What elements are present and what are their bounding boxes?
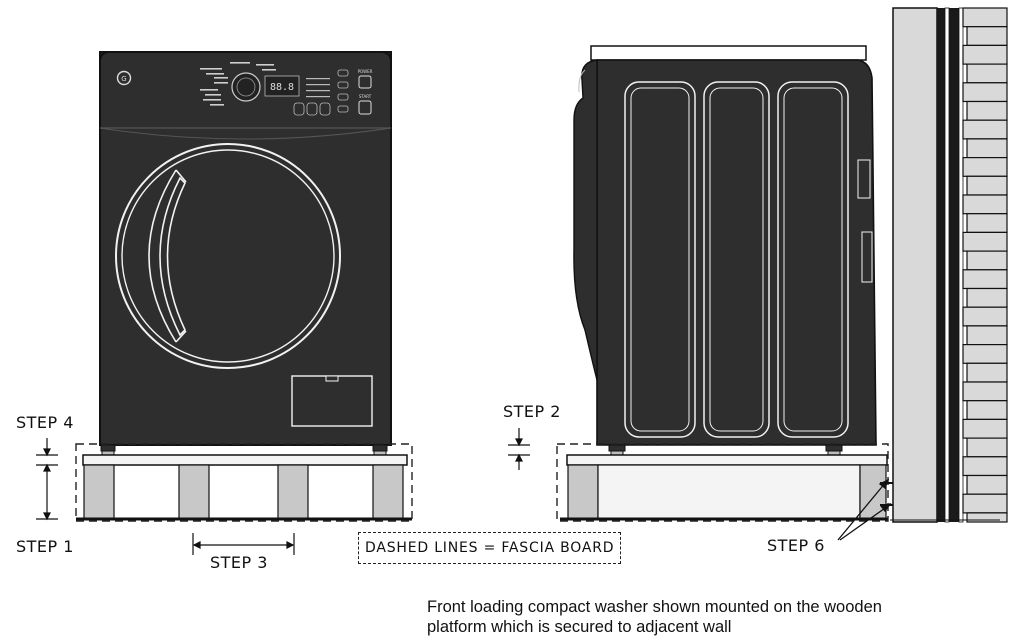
front-dimension-arrows	[36, 438, 295, 555]
brick	[962, 456, 1008, 477]
brick	[962, 82, 1008, 103]
fascia-legend-text: DASHED LINES = FASCIA BOARD	[365, 540, 615, 556]
figure-caption: Front loading compact washer shown mount…	[427, 597, 1007, 637]
door-outer-ring	[115, 143, 341, 369]
brick	[962, 194, 1008, 215]
brick	[966, 362, 1008, 383]
brick	[966, 287, 1008, 308]
brick	[962, 381, 1008, 402]
brick	[962, 306, 1008, 327]
brick	[962, 269, 1008, 290]
svg-text:88.8: 88.8	[270, 82, 294, 93]
front-view-washer: G 88.8 POWER	[99, 51, 392, 456]
leveling-foot	[372, 444, 388, 452]
fascia-legend: DASHED LINES = FASCIA BOARD	[358, 532, 622, 564]
platform-leg-block	[567, 464, 599, 520]
brick	[962, 157, 1008, 177]
brick	[962, 7, 1008, 28]
wall-stud	[892, 7, 938, 523]
platform-leg-block	[372, 464, 404, 520]
side-view-washer	[573, 45, 877, 456]
brick	[966, 100, 1008, 121]
platform-top-board	[82, 454, 408, 466]
cycle-dial	[231, 72, 261, 102]
power-label: POWER	[358, 69, 373, 74]
brick	[966, 437, 1008, 458]
panel-display	[264, 75, 300, 97]
brick	[966, 250, 1008, 271]
washer-top-side	[590, 45, 867, 61]
side-panel-recess	[777, 81, 849, 438]
adjacent-wall	[892, 7, 1008, 523]
brick	[966, 63, 1008, 84]
caption-line-2: platform which is secured to adjacent wa…	[427, 618, 732, 636]
fascia-board-dashed-outline	[75, 443, 413, 522]
side-platform	[556, 443, 908, 522]
caption-line-1: Front loading compact washer shown mount…	[427, 598, 882, 616]
svg-text:G: G	[121, 75, 126, 83]
brick	[962, 418, 1008, 439]
step4-label: STEP 4	[16, 413, 74, 432]
door-inner-ring	[121, 149, 335, 363]
platform-leg-block	[83, 464, 115, 520]
brick	[966, 474, 1008, 495]
brick	[966, 512, 1008, 523]
step2-label: STEP 2	[503, 402, 561, 421]
door-handle	[159, 176, 186, 337]
start-label: START	[359, 94, 372, 99]
brick-wall	[962, 7, 1008, 523]
platform-leg-block	[178, 464, 210, 520]
step1-label: STEP 1	[16, 537, 74, 556]
platform-leg-block	[277, 464, 309, 520]
leveling-foot	[100, 444, 116, 452]
side-panel-recess	[703, 81, 770, 438]
start-button	[358, 100, 372, 115]
brick	[962, 493, 1008, 514]
side-dimension-arrows	[508, 428, 530, 470]
brick	[966, 325, 1008, 346]
front-platform	[75, 443, 413, 522]
brick	[962, 44, 1008, 65]
brick	[962, 119, 1008, 140]
panel-marks	[200, 62, 276, 106]
brick	[966, 400, 1008, 421]
step3-label: STEP 3	[210, 553, 268, 572]
brick	[966, 138, 1008, 159]
brick	[966, 26, 1008, 47]
brick	[962, 231, 1008, 252]
side-panel-recess	[624, 81, 696, 438]
step6-label: STEP 6	[767, 536, 825, 555]
brick	[962, 344, 1008, 364]
brick	[966, 175, 1008, 196]
step6-pointers	[837, 478, 892, 541]
ge-logo-icon	[116, 70, 132, 86]
brick	[966, 213, 1008, 233]
power-button	[358, 75, 372, 89]
platform-top-board	[566, 454, 888, 466]
